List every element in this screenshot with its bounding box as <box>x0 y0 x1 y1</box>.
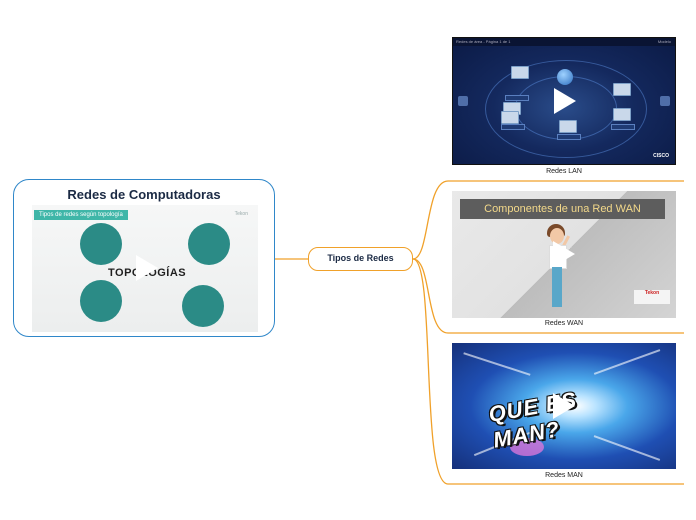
tree-topology-icon <box>80 223 122 265</box>
character-legs <box>552 267 562 307</box>
wan-logo: Tekon <box>634 290 670 304</box>
device-label <box>557 134 581 140</box>
computer-icon <box>613 108 631 121</box>
next-arrow-icon[interactable] <box>660 96 670 106</box>
video-thumbnail-lan[interactable]: Redes de área - Página 1 de 1 Modelo CIS… <box>452 37 676 165</box>
network-ring <box>485 60 647 158</box>
root-title: Redes de Computadoras <box>67 187 221 202</box>
video-top-bar-right: Modelo <box>657 39 671 44</box>
video-thumbnail-wan[interactable]: Componentes de una Red WAN Tekon <box>452 191 676 318</box>
computer-icon <box>559 120 577 133</box>
thumb-tag: Tipos de redes según topología <box>34 210 128 220</box>
device-label <box>505 95 529 101</box>
speed-streak <box>593 435 661 461</box>
pink-burst <box>510 438 544 456</box>
ring-topology-icon <box>188 223 230 265</box>
prev-arrow-icon[interactable] <box>458 96 468 106</box>
cisco-logo: CISCO <box>653 153 669 159</box>
speed-streak <box>593 349 661 375</box>
video-caption-man: Redes MAN <box>545 472 583 479</box>
video-top-bar-text: Redes de área - Página 1 de 1 <box>456 39 511 44</box>
connector-center-wan <box>412 258 684 334</box>
play-icon[interactable] <box>553 393 575 419</box>
device-label <box>611 124 635 130</box>
play-icon[interactable] <box>554 88 576 114</box>
video-top-bar: Redes de área - Página 1 de 1 Modelo <box>453 38 675 46</box>
computer-icon <box>501 111 519 124</box>
root-video-thumbnail[interactable]: Tipos de redes según topología Tekon TOP… <box>32 205 258 332</box>
video-thumbnail-man[interactable]: QUE ES MAN? <box>452 343 676 469</box>
computer-icon <box>511 66 529 79</box>
center-node[interactable]: Tipos de Redes <box>308 247 413 271</box>
speed-streak <box>463 352 531 376</box>
video-banner: Componentes de una Red WAN <box>460 199 665 219</box>
mesh-topology-icon <box>80 280 122 322</box>
play-icon[interactable] <box>136 255 158 281</box>
character-head <box>550 228 564 244</box>
bus-topology-icon <box>182 285 224 327</box>
connector-center-lan <box>412 180 684 260</box>
connector-center-man <box>412 258 684 485</box>
video-caption-wan: Redes WAN <box>544 320 584 327</box>
root-node[interactable]: Redes de Computadoras Tipos de redes seg… <box>13 179 275 337</box>
device-label <box>501 124 525 130</box>
computer-icon <box>613 83 631 96</box>
play-icon[interactable] <box>553 241 575 267</box>
video-caption-lan: Redes LAN <box>546 168 582 175</box>
thumb-logo: Tekon <box>234 211 248 217</box>
globe-icon <box>557 69 573 85</box>
